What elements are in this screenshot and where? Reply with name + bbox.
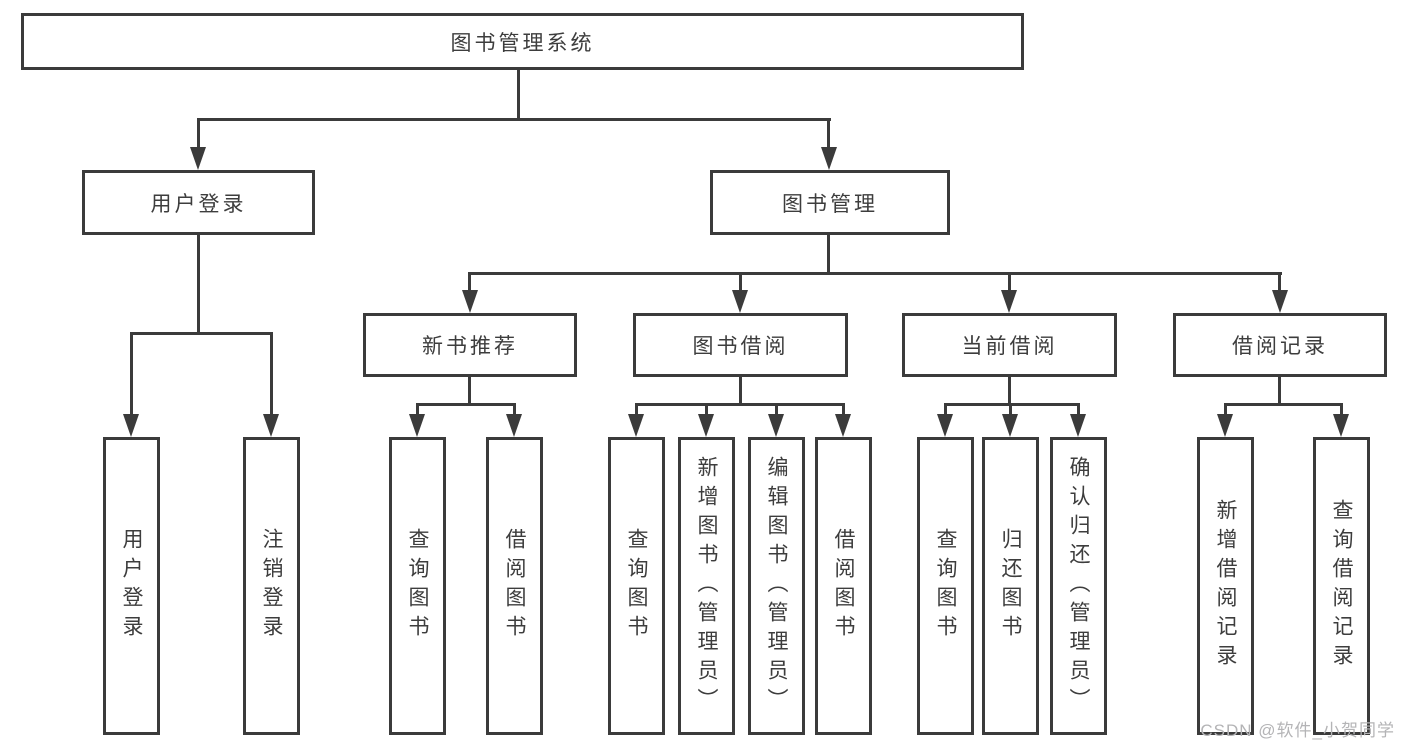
node-book-management: 图书管理 [710,170,950,235]
leaf-rec-borrow-books: 借阅图书 [486,437,543,735]
v-line [468,272,471,291]
v-line [775,403,778,414]
v-line [1224,403,1227,414]
leaf-label: 确认归还（管理员） [1067,455,1090,717]
node-current-borrowing-label: 当前借阅 [961,335,1058,358]
v-line [1008,377,1011,406]
node-borrowing-records: 借阅记录 [1173,313,1387,377]
leaf-current-return-books: 归还图书 [982,437,1039,735]
node-book-borrowing: 图书借阅 [633,313,848,377]
arrow-down [1272,290,1288,313]
node-new-book-recommendation: 新书推荐 [363,313,577,377]
leaf-borrow-query-books: 查询图书 [608,437,665,735]
arrow-down [123,414,139,437]
node-user-login: 用户登录 [82,170,315,235]
csdn-watermark: CSDN @软件_小贺同学 [1200,721,1395,740]
leaf-label: 查询借阅记录 [1330,499,1353,673]
h-line [1224,403,1343,406]
h-line [468,272,1282,275]
leaf-rec-query-books: 查询图书 [389,437,446,735]
arrow-down [1002,414,1018,437]
v-line [197,235,200,335]
v-line [416,403,419,414]
node-current-borrowing: 当前借阅 [902,313,1117,377]
v-line [827,118,830,147]
leaf-label: 归还图书 [999,528,1022,644]
v-line [197,118,200,147]
node-borrowing-records-label: 借阅记录 [1232,335,1328,358]
v-line [1008,272,1011,291]
leaf-label: 查询图书 [406,528,429,644]
arrow-down [1070,414,1086,437]
leaf-label: 新增图书（管理员） [695,455,718,717]
leaf-label: 新增借阅记录 [1214,499,1237,673]
leaf-current-query-books: 查询图书 [917,437,974,735]
leaf-label: 查询图书 [625,528,648,644]
node-root: 图书管理系统 [21,13,1024,70]
arrow-down [698,414,714,437]
leaf-logout: 注销登录 [243,437,300,735]
leaf-user-login: 用户登录 [103,437,160,735]
v-line [827,235,830,275]
v-line [739,272,742,291]
leaf-records-add-record: 新增借阅记录 [1197,437,1254,735]
arrow-down [1217,414,1233,437]
arrow-down [937,414,953,437]
arrow-down [732,290,748,313]
h-line [944,403,1080,406]
v-line [130,332,133,414]
v-line [1077,403,1080,414]
arrow-down [462,290,478,313]
arrow-down [1333,414,1349,437]
leaf-current-confirm-return-admin: 确认归还（管理员） [1050,437,1107,735]
v-line [635,403,638,414]
arrow-down [821,147,837,170]
arrow-down [1001,290,1017,313]
node-user-login-label: 用户登录 [150,192,247,216]
leaf-borrow-edit-books-admin: 编辑图书（管理员） [748,437,805,735]
leaf-label: 借阅图书 [503,528,526,644]
v-line [1278,377,1281,406]
arrow-down [506,414,522,437]
v-line [468,377,471,406]
arrow-down [768,414,784,437]
leaf-label: 借阅图书 [832,528,855,644]
leaf-label: 编辑图书（管理员） [765,455,788,717]
node-root-label: 图书管理系统 [450,31,595,55]
h-line [416,403,516,406]
h-line [197,118,831,121]
arrow-down [263,414,279,437]
leaf-records-query-record: 查询借阅记录 [1313,437,1370,735]
arrow-down [409,414,425,437]
leaf-label: 注销登录 [260,528,283,644]
leaf-borrow-add-books-admin: 新增图书（管理员） [678,437,735,735]
v-line [944,403,947,414]
node-book-borrowing-label: 图书借阅 [692,335,789,358]
v-line [705,403,708,414]
v-line [1278,272,1281,291]
v-line [842,403,845,414]
v-line [517,70,520,121]
arrow-down [628,414,644,437]
node-book-management-label: 图书管理 [782,192,878,216]
v-line [1340,403,1343,414]
node-new-book-recommendation-label: 新书推荐 [422,335,518,358]
v-line [270,332,273,414]
leaf-label: 用户登录 [120,528,143,644]
arrow-down [835,414,851,437]
h-line [635,403,845,406]
v-line [1009,403,1012,414]
v-line [739,377,742,406]
v-line [513,403,516,414]
arrow-down [190,147,206,170]
h-line [130,332,273,335]
leaf-label: 查询图书 [934,528,957,644]
leaf-borrow-borrow-books: 借阅图书 [815,437,872,735]
